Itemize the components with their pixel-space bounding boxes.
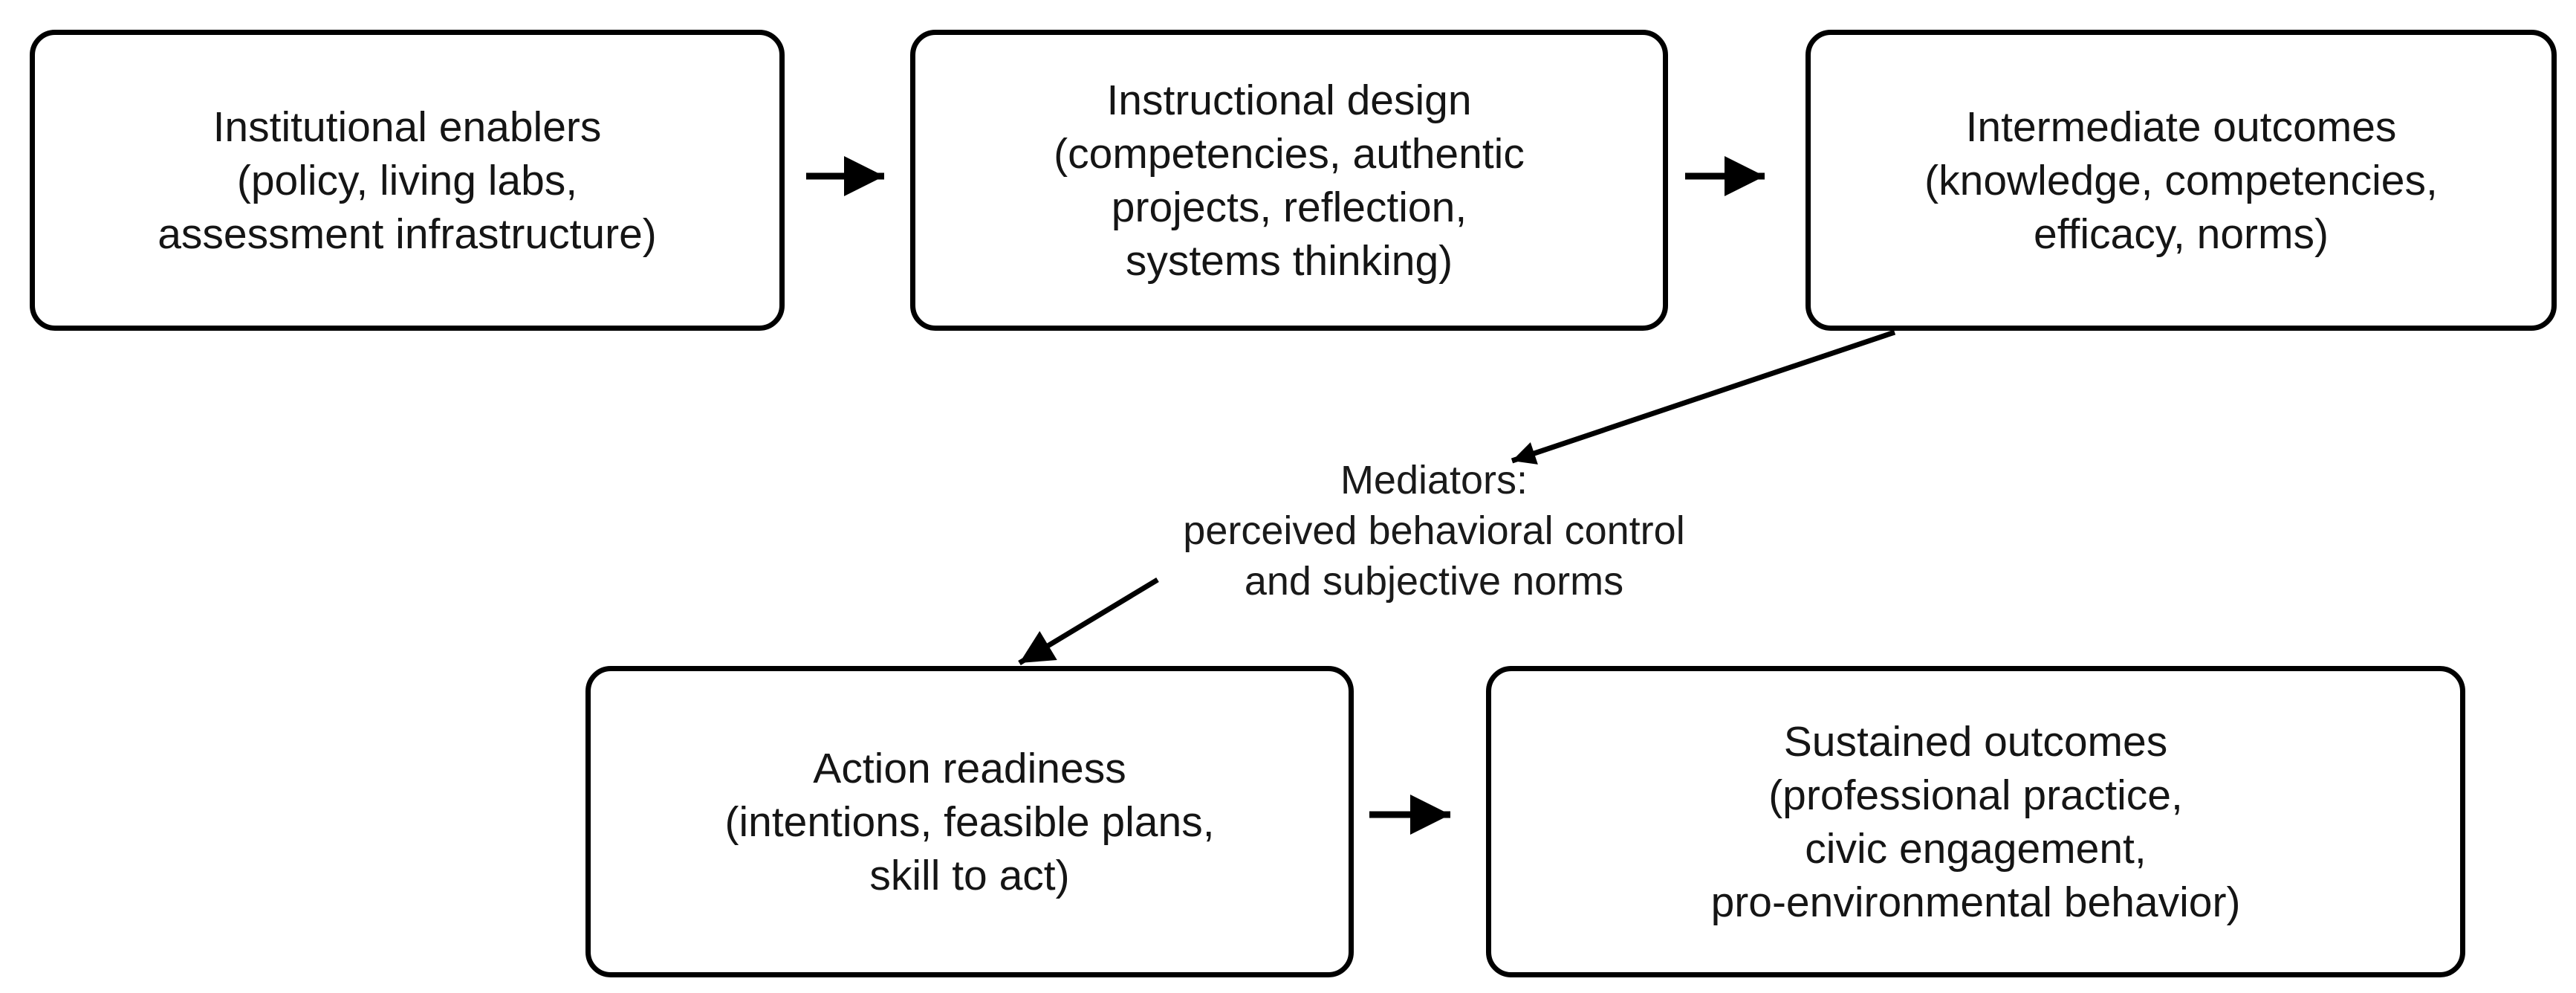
node-text: Sustained outcomes (professional practic…: [1711, 715, 2241, 929]
node-text-line: Institutional enablers: [212, 103, 602, 151]
node-text-line: projects, reflection,: [1111, 183, 1467, 231]
node-text-line: Instructional design: [1106, 76, 1472, 124]
node-text-line: civic engagement,: [1805, 824, 2147, 873]
node-text-line: systems thinking): [1125, 236, 1453, 285]
node-text-line: (intentions, feasible plans,: [724, 798, 1215, 846]
node-text: Instructional design (competencies, auth…: [1054, 74, 1525, 288]
node-institutional-enablers: Institutional enablers (policy, living l…: [30, 30, 785, 331]
mediators-label: Mediators: perceived behavioral control …: [1010, 455, 1858, 607]
node-text-line: skill to act): [869, 851, 1070, 899]
node-text-line: Action readiness: [813, 744, 1126, 792]
node-intermediate-outcomes: Intermediate outcomes (knowledge, compet…: [1806, 30, 2557, 331]
node-text-line: Intermediate outcomes: [1965, 103, 2397, 151]
mediators-label-line: and subjective norms: [1244, 559, 1624, 604]
node-text-line: (policy, living labs,: [236, 156, 578, 204]
node-text-line: (knowledge, competencies,: [1924, 156, 2438, 204]
node-text-line: assessment infrastructure): [158, 210, 657, 258]
node-instructional-design: Instructional design (competencies, auth…: [910, 30, 1668, 331]
node-text-line: pro-environmental behavior): [1710, 878, 2241, 926]
node-text-line: efficacy, norms): [2034, 210, 2329, 258]
edge-mediators-to-action-arrow-icon: [1018, 578, 1159, 665]
node-text-line: Sustained outcomes: [1783, 717, 2168, 766]
edge-intermediate-to-mediators-arrow-icon: [1511, 329, 1896, 465]
node-text: Action readiness (intentions, feasible p…: [724, 742, 1214, 902]
mediators-label-line: Mediators:: [1340, 458, 1528, 502]
node-action-readiness: Action readiness (intentions, feasible p…: [585, 666, 1354, 977]
mediators-label-line: perceived behavioral control: [1183, 508, 1685, 553]
node-text: Intermediate outcomes (knowledge, compet…: [1924, 100, 2438, 261]
node-text-line: (professional practice,: [1768, 771, 2183, 819]
node-text: Institutional enablers (policy, living l…: [158, 100, 657, 261]
node-sustained-outcomes: Sustained outcomes (professional practic…: [1486, 666, 2465, 977]
node-text-line: (competencies, authentic: [1054, 129, 1525, 178]
